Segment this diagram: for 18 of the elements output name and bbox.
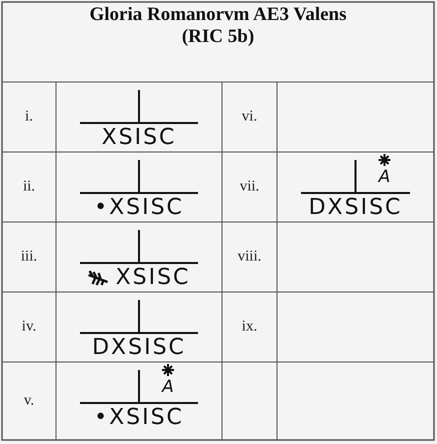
row-number: viii. [238,248,262,266]
row-number: iii. [20,248,38,266]
row-number: v. [24,392,34,410]
row-number: ix. [242,318,258,336]
field-letter: A [162,377,174,397]
field-letter: A [378,167,390,187]
mintmark-text: XSISC [116,265,190,290]
row-number: iv. [22,318,36,336]
row-number: vii. [240,178,260,196]
mintmark-text: •XSISC [94,195,184,220]
mintmark-text: XSISC [102,125,176,150]
row-number: vi. [242,108,258,126]
row-number: i. [25,108,33,126]
mintmark-text: DXSISC [308,195,402,220]
mintmark-text: •XSISC [94,405,184,430]
table-title: Gloria Romanorvm AE3 Valens (RIC 5b) [88,4,348,48]
mintmark-text: DXSISC [92,335,186,360]
row-number: ii. [22,178,36,196]
